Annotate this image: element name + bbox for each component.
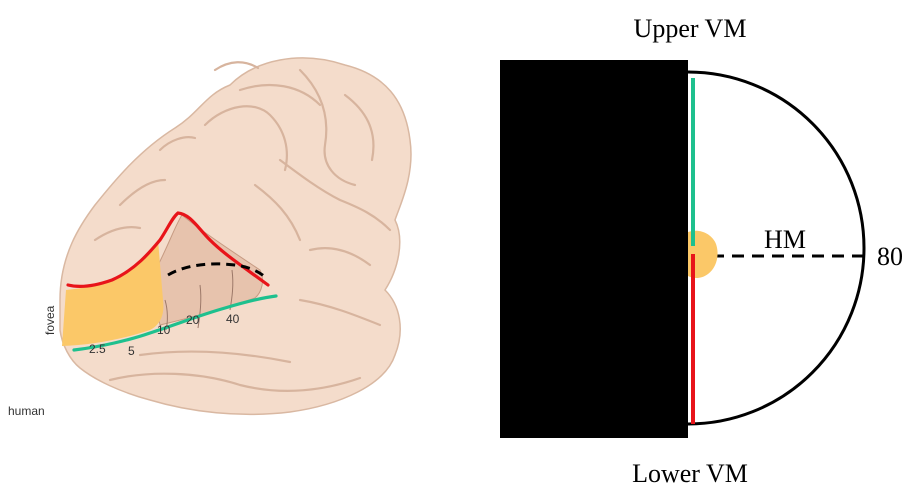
species-label: human	[8, 404, 45, 418]
lower-vm-label: Lower VM	[632, 459, 748, 488]
visual-field-diagram: Upper VM Lower VM HM 80	[500, 14, 903, 488]
eccentricity-label-1: 2.5	[89, 342, 106, 356]
upper-vm-label: Upper VM	[634, 14, 747, 43]
hm-label: HM	[764, 225, 806, 254]
max-eccentricity-label: 80	[877, 242, 903, 271]
eccentricity-label-5: 40	[226, 312, 240, 326]
eccentricity-label-4: 20	[186, 313, 200, 327]
masked-hemifield	[500, 60, 688, 438]
eccentricity-label-3: 10	[157, 323, 171, 337]
brain-illustration: fovea human 2.5 5 10 20 40	[8, 58, 411, 418]
brain-silhouette	[60, 58, 411, 414]
eccentricity-label-2: 5	[128, 344, 135, 358]
fovea-label: fovea	[43, 305, 57, 335]
